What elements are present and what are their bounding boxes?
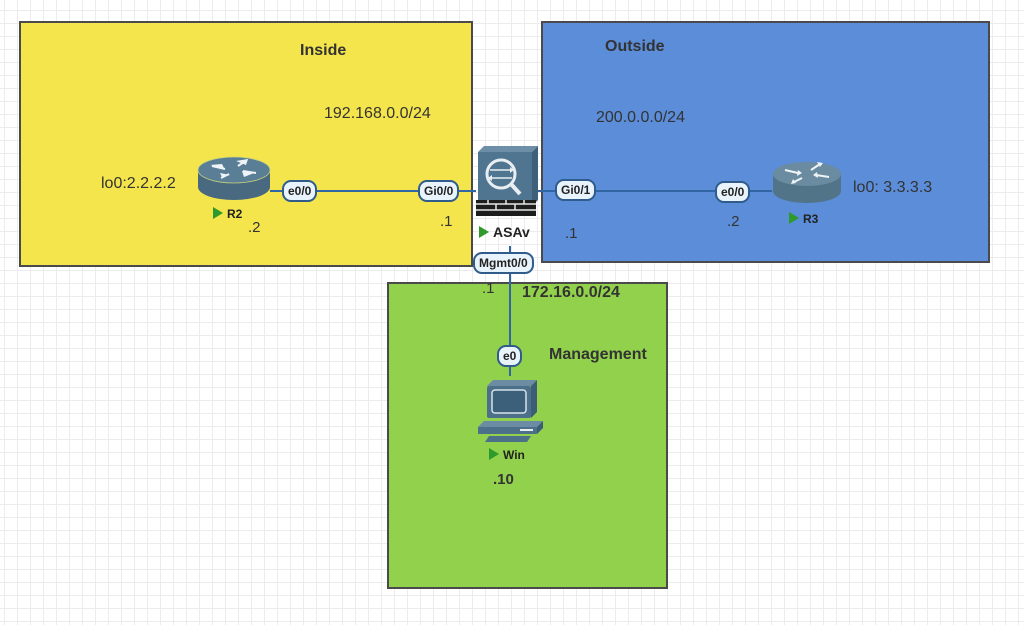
intf-r3-e0-0[interactable]: e0/0 [715, 181, 751, 203]
intf-asav-mgmt0-0[interactable]: Mgmt0/0 [473, 252, 534, 274]
node-r2[interactable] [196, 155, 272, 205]
r3-loopback: lo0: 3.3.3.3 [853, 179, 933, 196]
zone-outside-subnet: 200.0.0.0/24 [596, 109, 685, 126]
zone-management[interactable] [387, 282, 668, 589]
node-asav-label[interactable]: ASAv [479, 225, 530, 239]
running-status-icon [489, 448, 499, 460]
intf-r2-e0-0[interactable]: e0/0 [282, 180, 318, 202]
node-win-label[interactable]: Win [489, 448, 525, 461]
asav-mgmt-addr: .1 [482, 280, 495, 297]
asav-gi0-0-addr: .1 [440, 213, 453, 230]
node-r2-label[interactable]: R2 [213, 207, 242, 220]
asav-gi0-1-addr: .1 [565, 225, 578, 242]
node-asav[interactable] [474, 144, 540, 220]
router-icon [773, 162, 841, 203]
running-status-icon [213, 207, 223, 219]
router-icon [197, 156, 271, 200]
zone-inside-subnet: 192.168.0.0/24 [324, 105, 431, 122]
running-status-icon [479, 226, 489, 238]
intf-asav-gi0-0[interactable]: Gi0/0 [418, 180, 460, 202]
running-status-icon [789, 212, 799, 224]
node-win[interactable] [475, 380, 547, 446]
r3-host-addr: .2 [727, 213, 740, 230]
zone-outside-title: Outside [605, 38, 665, 55]
link-asav-r3[interactable] [538, 190, 772, 192]
zone-management-subnet: 172.16.0.0/24 [522, 284, 620, 301]
firewall-icon [476, 146, 538, 216]
intf-asav-gi0-1[interactable]: Gi0/1 [555, 179, 597, 201]
zone-inside-title: Inside [300, 42, 347, 59]
workstation-icon [478, 380, 543, 442]
link-asav-win[interactable] [509, 246, 511, 376]
win-host-addr: .10 [493, 471, 514, 488]
intf-win-e0[interactable]: e0 [497, 345, 523, 367]
node-r3-label[interactable]: R3 [789, 212, 818, 225]
r2-loopback: lo0:2.2.2.2 [101, 175, 176, 192]
r2-host-addr: .2 [248, 219, 261, 236]
node-r3[interactable] [771, 160, 843, 208]
zone-management-title: Management [549, 346, 647, 363]
zone-outside[interactable] [541, 21, 990, 263]
link-r2-asav[interactable] [270, 190, 476, 192]
zone-inside[interactable] [19, 21, 473, 267]
